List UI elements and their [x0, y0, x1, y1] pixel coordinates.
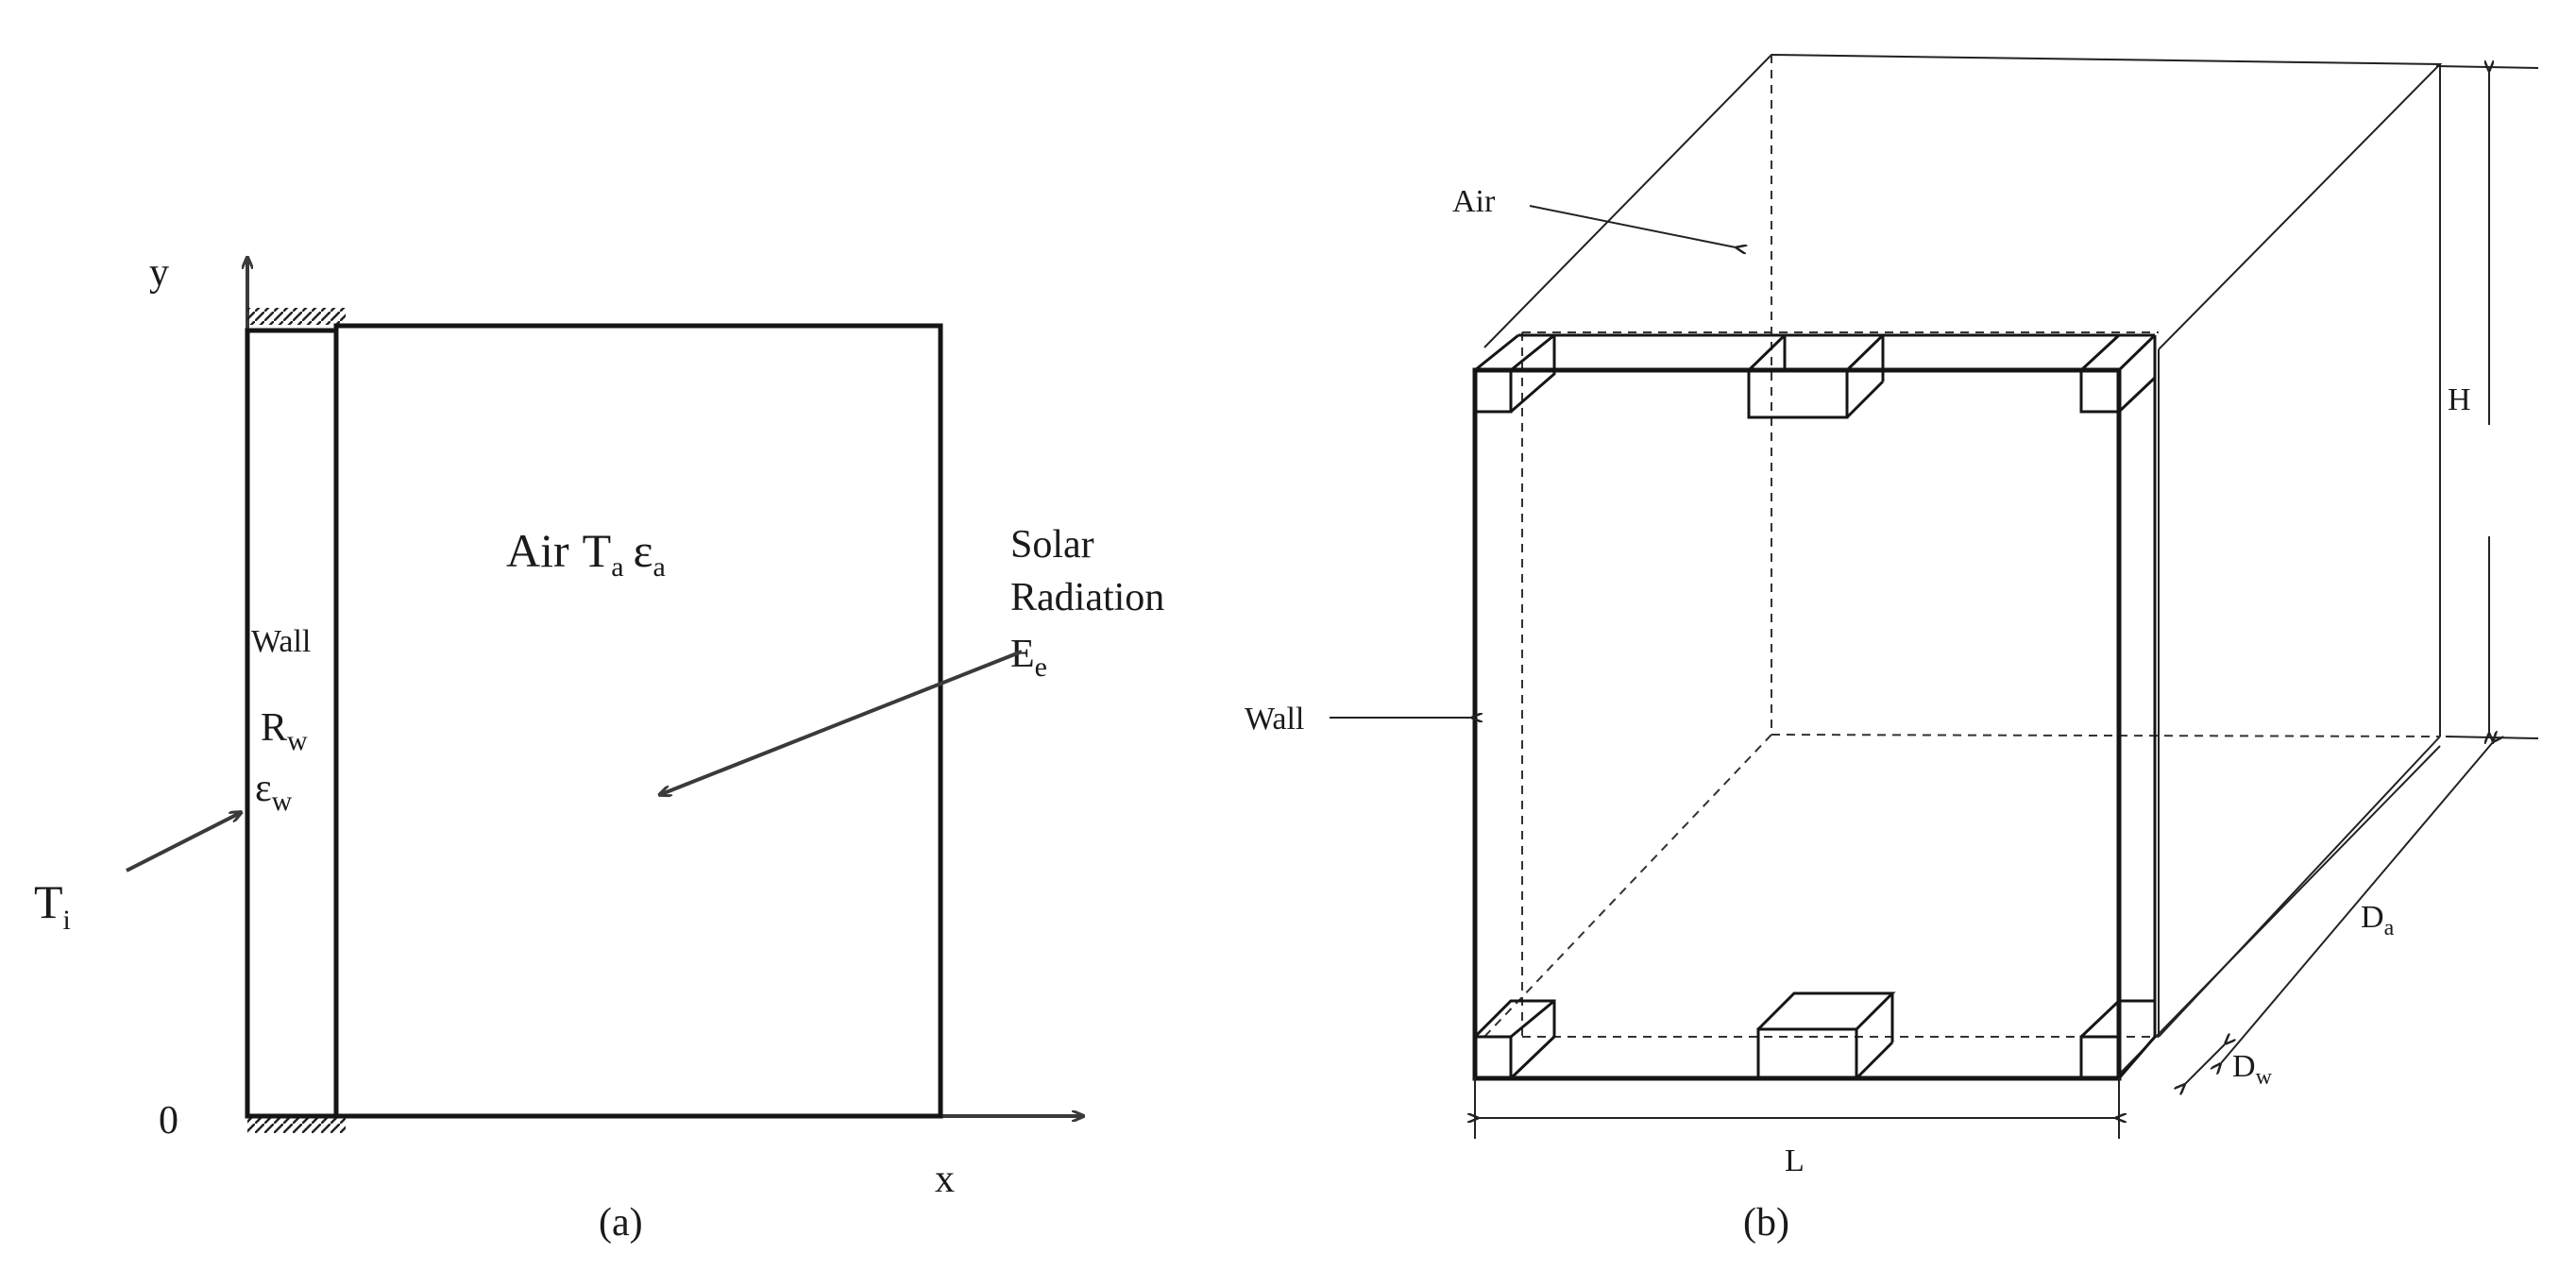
corner-block-top-right [2079, 333, 2157, 414]
panel-a-caption: (a) [599, 1201, 643, 1245]
inner-temp-label: Ti [34, 875, 71, 936]
hidden-back-bottom [1771, 734, 2441, 737]
top-middle-beam [1747, 333, 1887, 419]
height-dim-bottom-ext [2445, 736, 2539, 739]
panel-b: H L Da Dw Air Wall (b) [1245, 53, 2539, 1245]
wall-top-face-right [2117, 333, 2157, 372]
box-outer-depth-edge [2114, 745, 2441, 1079]
air-pointer-label: Air [1452, 184, 1496, 219]
wall-bottom-hatch [247, 1116, 346, 1133]
wall-top-face-left [1474, 333, 1519, 372]
wall-top-hatch [247, 308, 346, 325]
x-axis-label: x [935, 1158, 955, 1201]
wall-pointer-label: Wall [1245, 702, 1304, 737]
bottom-middle-block [1756, 991, 1896, 1080]
panel-b-caption: (b) [1743, 1201, 1789, 1245]
depth-wall-label: Dw [2232, 1049, 2273, 1090]
origin-label: 0 [159, 1099, 178, 1143]
solar-label-line2: Radiation [1010, 576, 1164, 619]
depth-air-dim-line [2221, 742, 2493, 1063]
depth-air-label: Da [2361, 900, 2395, 940]
solar-symbol-label: Ee [1010, 633, 1047, 683]
front-wall-frame [1472, 367, 2122, 1081]
wall-emissivity-label: εw [255, 767, 293, 817]
box-top-outline [1483, 53, 2443, 350]
wall-bottom-thickness [2117, 1036, 2157, 1079]
height-dim-top-ext [2435, 65, 2539, 69]
solar-radiation-arrow [659, 650, 1023, 795]
corner-block-top-left [1473, 333, 1556, 414]
inner-temp-arrow [126, 812, 242, 872]
air-pointer-arrow [1529, 205, 1736, 247]
length-label: L [1785, 1143, 1805, 1178]
depth-wall-dim-line [2185, 1044, 2225, 1084]
corner-block-bottom-left [1473, 999, 1556, 1080]
wall-label: Wall [251, 624, 311, 659]
corner-block-bottom-right [2079, 999, 2157, 1078]
wall-resistance-label: Rw [261, 706, 308, 756]
hidden-bottom-left [1483, 734, 1772, 1038]
height-label: H [2448, 382, 2471, 417]
y-axis-label: y [149, 251, 169, 295]
air-domain-rect [333, 323, 943, 1119]
solar-label-line1: Solar [1010, 523, 1094, 567]
